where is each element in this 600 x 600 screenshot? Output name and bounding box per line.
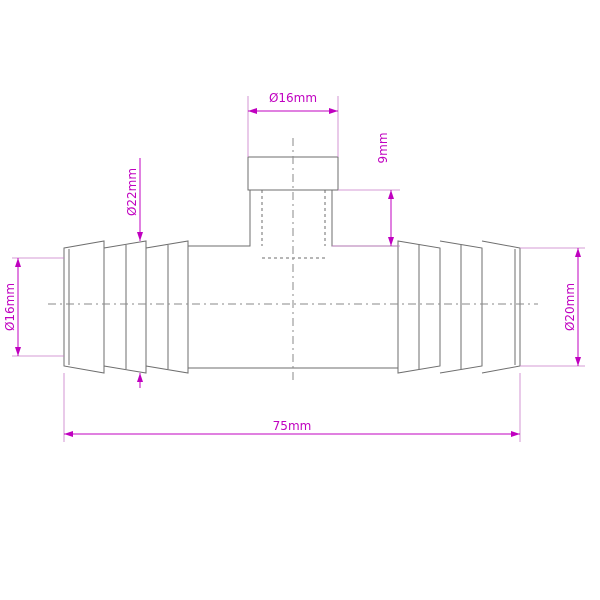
fitting-body	[63, 156, 521, 374]
left-barb-2	[103, 240, 147, 374]
label-left-barb-major: Ø22mm	[125, 168, 139, 216]
label-overall-length: 75mm	[273, 419, 312, 433]
label-left-bore: Ø16mm	[3, 283, 17, 331]
dimension-arrows	[15, 108, 581, 437]
right-barb-2	[439, 240, 483, 374]
label-top-depth: 9mm	[376, 132, 390, 163]
right-barb-3	[481, 240, 521, 374]
center-lines	[48, 138, 538, 382]
label-top-outlet: Ø16mm	[269, 91, 317, 105]
dimension-labels: Ø16mm 9mm Ø22mm Ø16mm Ø20mm 75mm	[3, 91, 577, 433]
label-right-bore: Ø20mm	[563, 283, 577, 331]
left-barb-3	[145, 240, 189, 374]
right-barb-1	[397, 240, 441, 374]
dimension-lines	[17, 110, 579, 435]
left-barb-1	[63, 240, 105, 374]
extension-lines	[12, 96, 585, 442]
